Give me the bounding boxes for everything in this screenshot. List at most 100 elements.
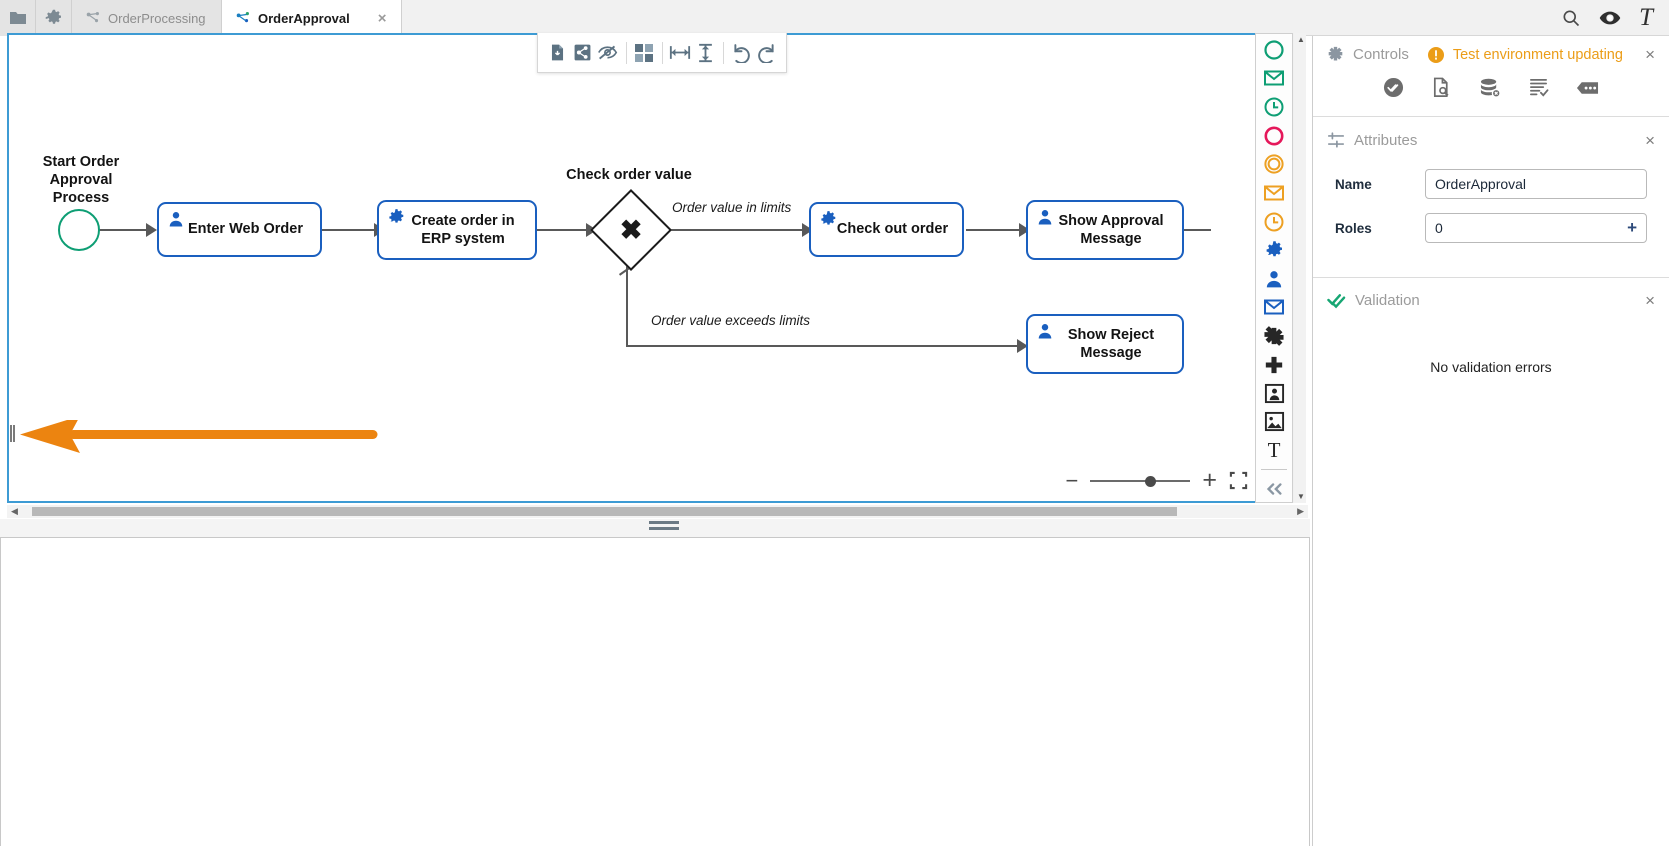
canvas-vertical-scrollbar[interactable]: ▲ ▼	[1294, 33, 1306, 503]
splitter-grip[interactable]	[649, 521, 679, 530]
panel-divider	[1313, 116, 1669, 117]
palette-message-intermediate-event[interactable]	[1259, 180, 1289, 206]
share-icon[interactable]	[571, 39, 594, 67]
controls-icon	[1327, 46, 1344, 63]
warning-icon	[1427, 46, 1444, 63]
validation-panel-header: Validation ×	[1313, 278, 1669, 315]
roles-field-value: 0	[1435, 220, 1443, 236]
topbar-spacer	[401, 0, 1562, 35]
palette-image[interactable]	[1259, 409, 1289, 435]
controls-status-text: Test environment updating	[1452, 46, 1623, 63]
text-tool-icon[interactable]: T	[1639, 4, 1653, 31]
palette-separator	[1261, 469, 1287, 471]
shape-palette[interactable]: T	[1255, 33, 1293, 503]
flow-label-in-limits: Order value in limits	[672, 200, 792, 215]
database-remove-icon[interactable]	[1479, 77, 1501, 98]
name-field[interactable]: OrderApproval	[1425, 169, 1647, 199]
node-enter-web-order[interactable]: Enter Web Order	[157, 202, 322, 257]
node-label: Enter Web Order	[188, 221, 303, 238]
palette-end-event[interactable]	[1259, 123, 1289, 149]
right-panel: Controls Test environment updating ×	[1312, 36, 1669, 846]
flow-label-exceeds-limits: Order value exceeds limits	[651, 313, 811, 328]
zoom-out-button[interactable]: −	[1065, 467, 1079, 493]
palette-timer-intermediate-event[interactable]	[1259, 209, 1289, 235]
palette-send-task[interactable]	[1259, 295, 1289, 321]
fit-screen-icon[interactable]	[1229, 471, 1248, 490]
zoom-slider[interactable]	[1090, 473, 1191, 489]
panel-divider	[1313, 277, 1669, 278]
zoom-slider-track	[1090, 479, 1191, 482]
flow-connector	[626, 345, 1024, 347]
hide-eye-icon[interactable]	[596, 39, 619, 67]
close-icon[interactable]: ×	[377, 9, 387, 27]
attribute-label: Roles	[1335, 220, 1372, 236]
undo-icon[interactable]	[730, 39, 753, 67]
export-document-icon[interactable]	[546, 39, 569, 67]
document-search-icon[interactable]	[1431, 77, 1452, 98]
diagram-editor[interactable]: Start Order Approval Process Check order…	[7, 33, 1295, 503]
node-start-event[interactable]	[58, 209, 100, 251]
annotation-arrow	[18, 420, 378, 460]
user-icon	[1036, 322, 1054, 340]
more-options-icon[interactable]	[1576, 79, 1599, 97]
palette-text[interactable]: T	[1267, 438, 1281, 463]
folder-icon[interactable]	[0, 0, 36, 36]
flow-connector	[626, 260, 628, 347]
palette-start-event[interactable]	[1259, 37, 1289, 63]
eye-icon[interactable]	[1599, 10, 1621, 26]
palette-collapse[interactable]	[1259, 476, 1289, 502]
attributes-body: Name OrderApproval Roles 0 +	[1313, 155, 1669, 277]
canvas-left-grip[interactable]	[10, 425, 15, 442]
horizontal-scrollbar-thumb[interactable]	[32, 507, 1177, 516]
scroll-up-arrow-icon[interactable]: ▲	[1297, 35, 1305, 44]
tab-orderprocessing[interactable]: OrderProcessing	[72, 0, 222, 36]
scroll-down-arrow-icon[interactable]: ▼	[1297, 492, 1305, 501]
toolbar-separator	[722, 41, 724, 64]
scroll-right-arrow-icon[interactable]: ▶	[1297, 506, 1304, 516]
gear-icon[interactable]	[36, 0, 72, 36]
scroll-left-arrow-icon[interactable]: ◀	[11, 506, 18, 516]
palette-parallel-gateway[interactable]	[1259, 323, 1289, 349]
close-icon[interactable]: ×	[1645, 45, 1655, 64]
distribute-vertical-icon[interactable]	[694, 39, 717, 67]
canvas-horizontal-scrollbar[interactable]: ◀ ▶	[7, 505, 1308, 518]
palette-user-task[interactable]	[1259, 266, 1289, 292]
palette-exclusive-gateway[interactable]	[1259, 352, 1289, 378]
distribute-horizontal-icon[interactable]	[668, 39, 691, 67]
diagram-toolbar[interactable]	[537, 33, 787, 73]
node-create-order-erp[interactable]: Create order in ERP system	[377, 200, 537, 260]
node-check-out-order[interactable]: Check out order	[809, 202, 964, 257]
add-role-button[interactable]: +	[1627, 218, 1637, 237]
tab-orderapproval[interactable]: OrderApproval ×	[222, 0, 402, 36]
flow-connector	[659, 229, 809, 231]
flow-connector	[966, 229, 1026, 231]
zoom-in-button[interactable]: +	[1202, 466, 1217, 494]
top-bar: OrderProcessing OrderApproval × T	[0, 0, 1669, 36]
redo-icon[interactable]	[755, 39, 778, 67]
node-label: Create order in ERP system	[411, 212, 515, 247]
microflow-icon	[86, 11, 100, 25]
zoom-controls[interactable]: − +	[1066, 468, 1279, 493]
search-icon[interactable]	[1561, 8, 1581, 28]
controls-panel-header: Controls Test environment updating ×	[1313, 36, 1669, 69]
node-label: Show Reject Message	[1067, 326, 1155, 361]
close-icon[interactable]: ×	[1645, 291, 1655, 310]
grid-icon[interactable]	[632, 39, 655, 67]
close-icon[interactable]: ×	[1645, 130, 1655, 150]
node-show-approval-message[interactable]: Show Approval Message	[1026, 200, 1184, 260]
zoom-slider-knob[interactable]	[1145, 475, 1157, 487]
diagram-canvas[interactable]: Start Order Approval Process Check order…	[9, 35, 1293, 501]
log-check-icon[interactable]	[1528, 77, 1549, 98]
node-check-order-value[interactable]: ✖	[589, 188, 673, 272]
node-label: Check out order	[836, 221, 949, 238]
palette-timer-start-event[interactable]	[1259, 94, 1289, 120]
validation-panel-title: Validation	[1355, 292, 1420, 309]
palette-intermediate-event[interactable]	[1259, 152, 1289, 178]
palette-service-task[interactable]	[1259, 237, 1289, 263]
validate-icon[interactable]	[1383, 77, 1404, 98]
roles-field[interactable]: 0 +	[1425, 213, 1647, 243]
node-show-reject-message[interactable]: Show Reject Message	[1026, 314, 1184, 374]
palette-message-start-event[interactable]	[1259, 66, 1289, 92]
palette-pool[interactable]	[1259, 381, 1289, 407]
